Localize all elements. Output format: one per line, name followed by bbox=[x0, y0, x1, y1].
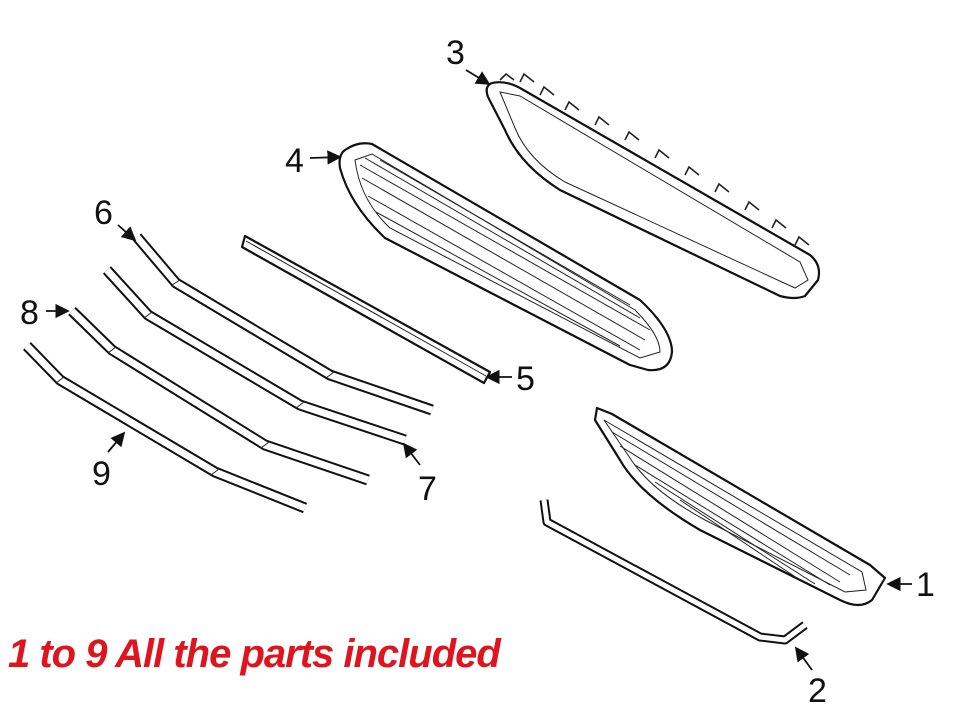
part-2-lower-strip bbox=[539, 499, 808, 645]
part-7-trim-strip bbox=[102, 266, 407, 446]
part-4-grille-insert bbox=[338, 142, 674, 372]
label-9: 9 bbox=[92, 455, 111, 493]
label-7: 7 bbox=[418, 470, 437, 508]
leader-arrows bbox=[46, 69, 912, 671]
label-3: 3 bbox=[446, 34, 465, 72]
label-4: 4 bbox=[285, 142, 304, 180]
label-2: 2 bbox=[808, 672, 827, 710]
part-1-lower-grille bbox=[593, 406, 887, 607]
part-9-trim-strip bbox=[23, 342, 308, 514]
label-6: 6 bbox=[94, 194, 113, 232]
label-5: 5 bbox=[516, 360, 535, 398]
label-1: 1 bbox=[916, 566, 935, 604]
part-5-molding-strip bbox=[240, 234, 492, 385]
label-8: 8 bbox=[20, 294, 39, 332]
parts-included-caption: 1 to 9 All the parts included bbox=[8, 632, 501, 676]
part-3-upper-grille bbox=[485, 72, 821, 300]
part-8-trim-strip bbox=[68, 307, 370, 486]
part-6-trim-strip bbox=[132, 233, 434, 416]
